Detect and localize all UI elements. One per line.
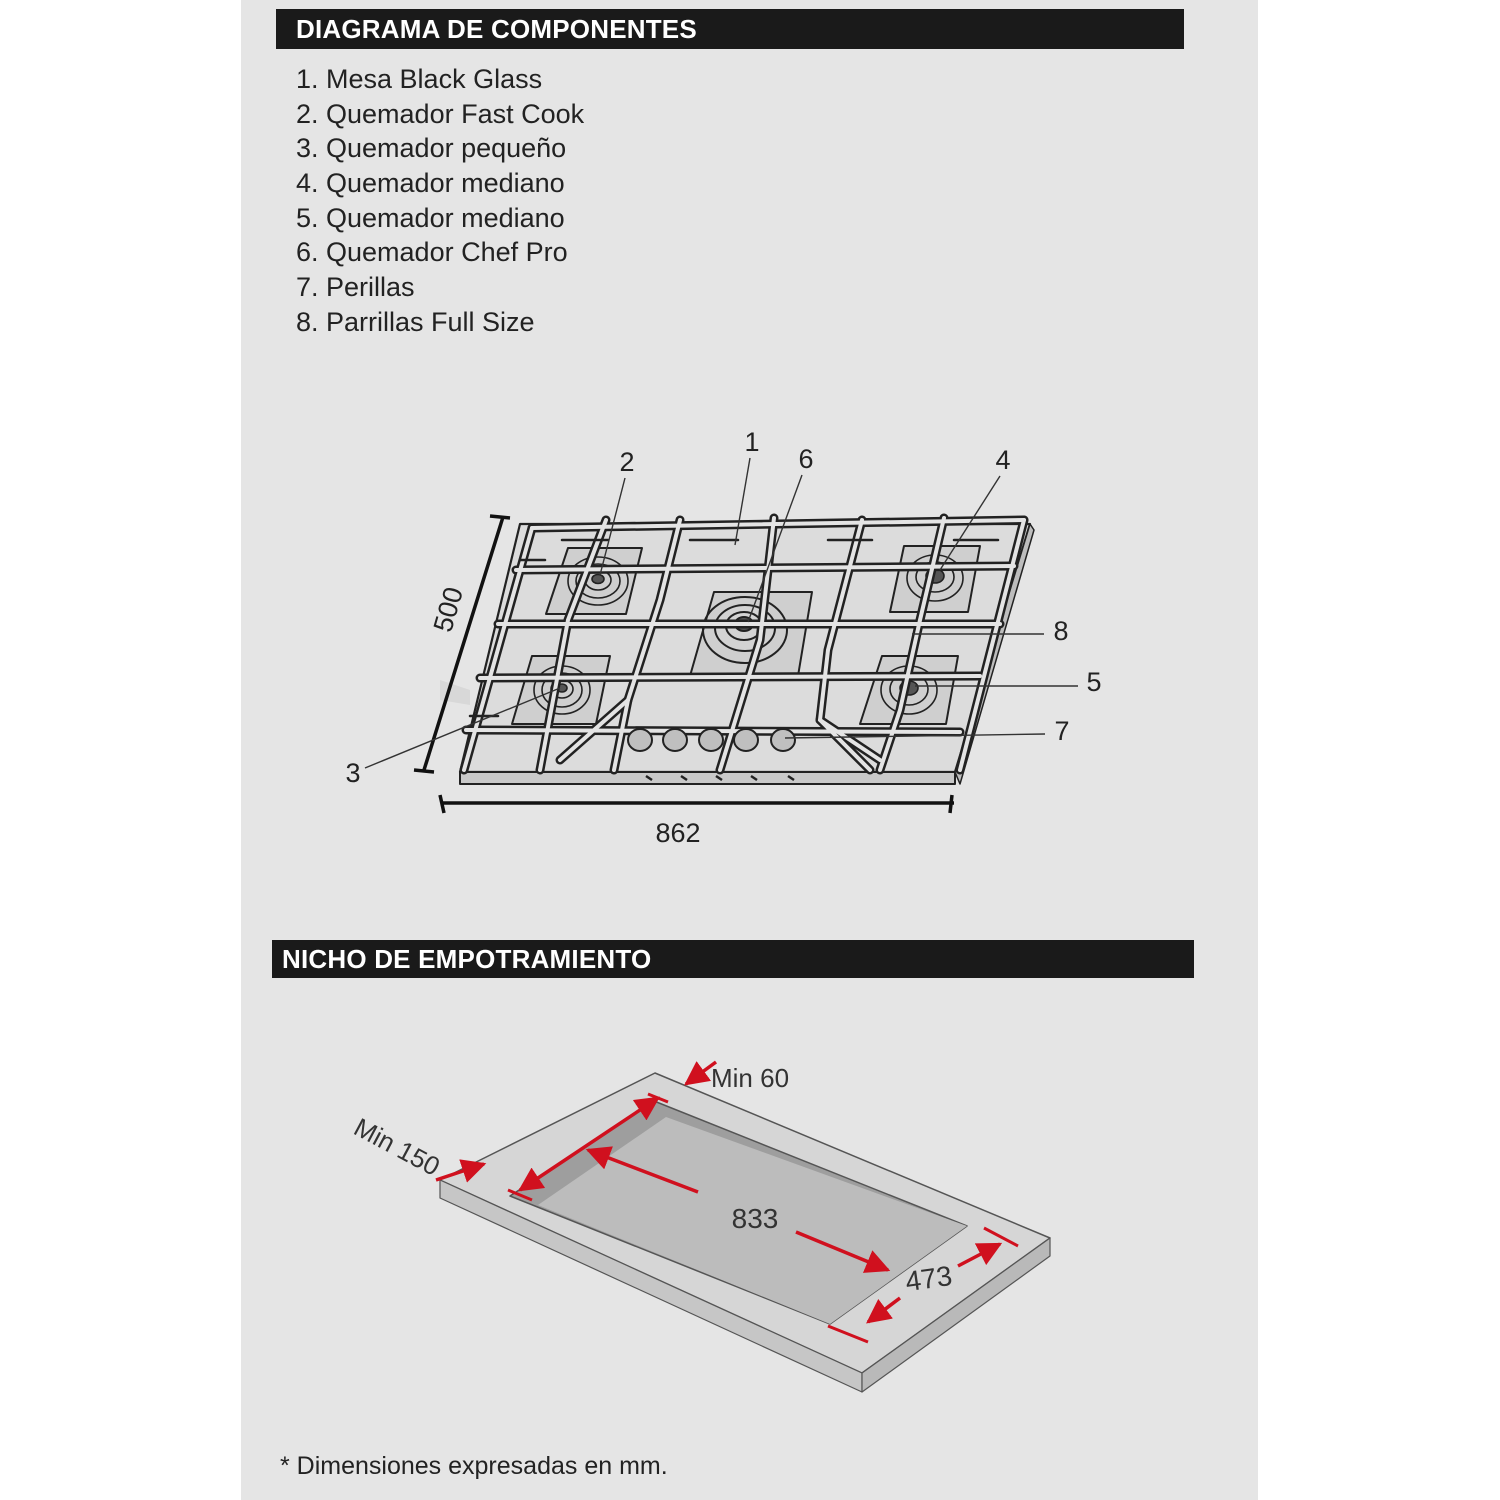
callout-1: 1 — [744, 427, 759, 457]
list-item: 5. Quemador mediano — [296, 202, 565, 233]
dimension-lines — [413, 514, 954, 814]
min-side-label: Min 150 — [349, 1112, 445, 1182]
list-item: 8. Parrillas Full Size — [296, 306, 535, 337]
min-back-label: Min 60 — [711, 1063, 789, 1093]
list-item: 3. Quemador pequeño — [296, 133, 567, 164]
front-vents — [645, 774, 795, 782]
list-item: 7. Perillas — [296, 272, 415, 303]
list-item: 2. Quemador Fast Cook — [296, 98, 585, 129]
section-header-niche: NICHO DE EMPOTRAMIENTO — [272, 940, 1194, 978]
callout-2: 2 — [619, 447, 634, 477]
callout-3: 3 — [345, 758, 360, 788]
components-list: 1. Mesa Black Glass 2. Quemador Fast Coo… — [296, 62, 584, 340]
callout-numbers: 1 2 6 4 8 5 7 3 — [345, 427, 1101, 788]
footnote: * Dimensiones expresadas en mm. — [280, 1452, 668, 1480]
section-header-components: DIAGRAMA DE COMPONENTES — [276, 9, 1184, 49]
callout-7: 7 — [1054, 716, 1069, 746]
list-item: 4. Quemador mediano — [296, 168, 565, 199]
width-dimension-label: 862 — [655, 818, 700, 848]
callout-5: 5 — [1086, 667, 1101, 697]
cooktop-drawing — [440, 513, 1035, 785]
callout-4: 4 — [995, 445, 1010, 475]
niche-tick-marks — [507, 1092, 1019, 1344]
front-edge — [459, 771, 956, 785]
list-item: 6. Quemador Chef Pro — [296, 237, 568, 268]
callout-8: 8 — [1053, 616, 1068, 646]
leader-lines — [364, 457, 1078, 769]
list-item: 1. Mesa Black Glass — [296, 64, 543, 94]
callout-6: 6 — [798, 444, 813, 474]
depth-dimension-label: 500 — [428, 584, 469, 636]
cut-depth-label: 473 — [903, 1260, 954, 1297]
countertop-right-edge — [861, 1237, 1051, 1393]
niche-dimension-arrows — [435, 1060, 1003, 1324]
control-knobs — [627, 728, 796, 752]
cut-width-label: 833 — [732, 1203, 779, 1234]
